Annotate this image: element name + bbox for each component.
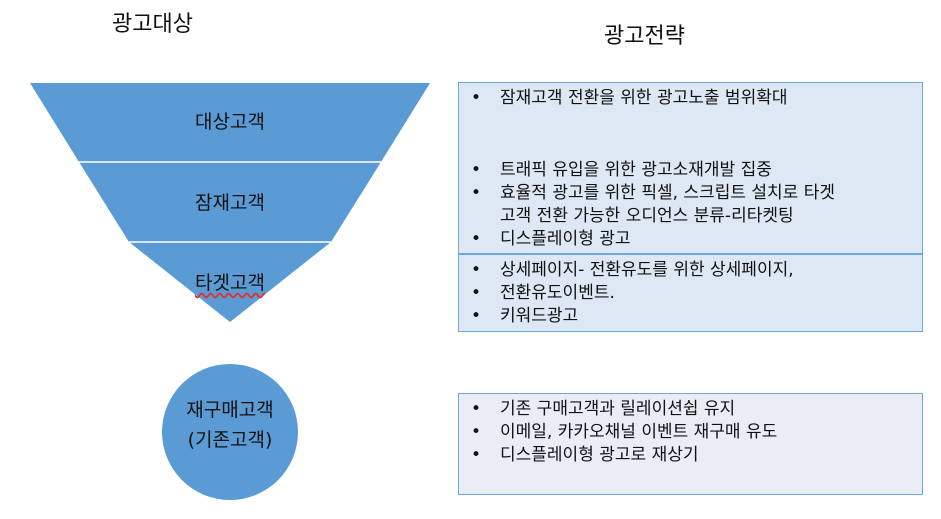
strategy-box-3: •상세페이지- 전환유도를 위한 상세페이지, •전환유도이벤트. •키워드광고 <box>458 254 923 332</box>
circle-label-2: (기존고객) <box>187 429 273 451</box>
funnel-tier-2 <box>79 162 381 242</box>
list-item: •기존 구매고객과 릴레이션쉽 유지 <box>471 399 736 419</box>
funnel-label-3: 타겟고객 <box>195 272 265 294</box>
list-item: •트래픽 유입을 위한 광고소재개발 집중 <box>471 160 772 180</box>
circle-label-1: 재구매고객 <box>186 399 274 421</box>
list-item: •전환유도이벤트. <box>471 283 615 303</box>
list-item-continued: 고객 전환 가능한 오디언스 분류-리타켓팅 <box>500 206 794 226</box>
list-item: •효율적 광고를 위한 픽셀, 스크립트 설치로 타겟 <box>471 183 835 203</box>
list-item: •이메일, 카카오채널 이벤트 재구매 유도 <box>471 422 778 442</box>
list-item: •디스플레이형 광고로 재상기 <box>471 445 699 465</box>
list-item: •키워드광고 <box>471 306 579 326</box>
funnel-label-1: 대상고객 <box>195 111 265 133</box>
target-title: 광고대상 <box>112 12 193 37</box>
funnel-tier-1 <box>30 83 430 162</box>
strategy-box-4: •기존 구매고객과 릴레이션쉽 유지 •이메일, 카카오채널 이벤트 재구매 유… <box>458 393 923 495</box>
strategy-box-1: •잠재고객 전환을 위한 광고노출 범위확대 <box>458 82 923 156</box>
list-item: •잠재고객 전환을 위한 광고노출 범위확대 <box>471 88 788 108</box>
funnel-tier-3 <box>129 242 331 322</box>
list-item: •상세페이지- 전환유도를 위한 상세페이지, <box>471 260 794 280</box>
strategy-box-2: •트래픽 유입을 위한 광고소재개발 집중 •효율적 광고를 위한 픽셀, 스크… <box>458 155 923 254</box>
strategy-title: 광고전략 <box>604 24 685 49</box>
list-item: •디스플레이형 광고 <box>471 229 631 249</box>
funnel-label-2: 잠재고객 <box>195 192 265 214</box>
repurchase-circle <box>162 364 298 500</box>
